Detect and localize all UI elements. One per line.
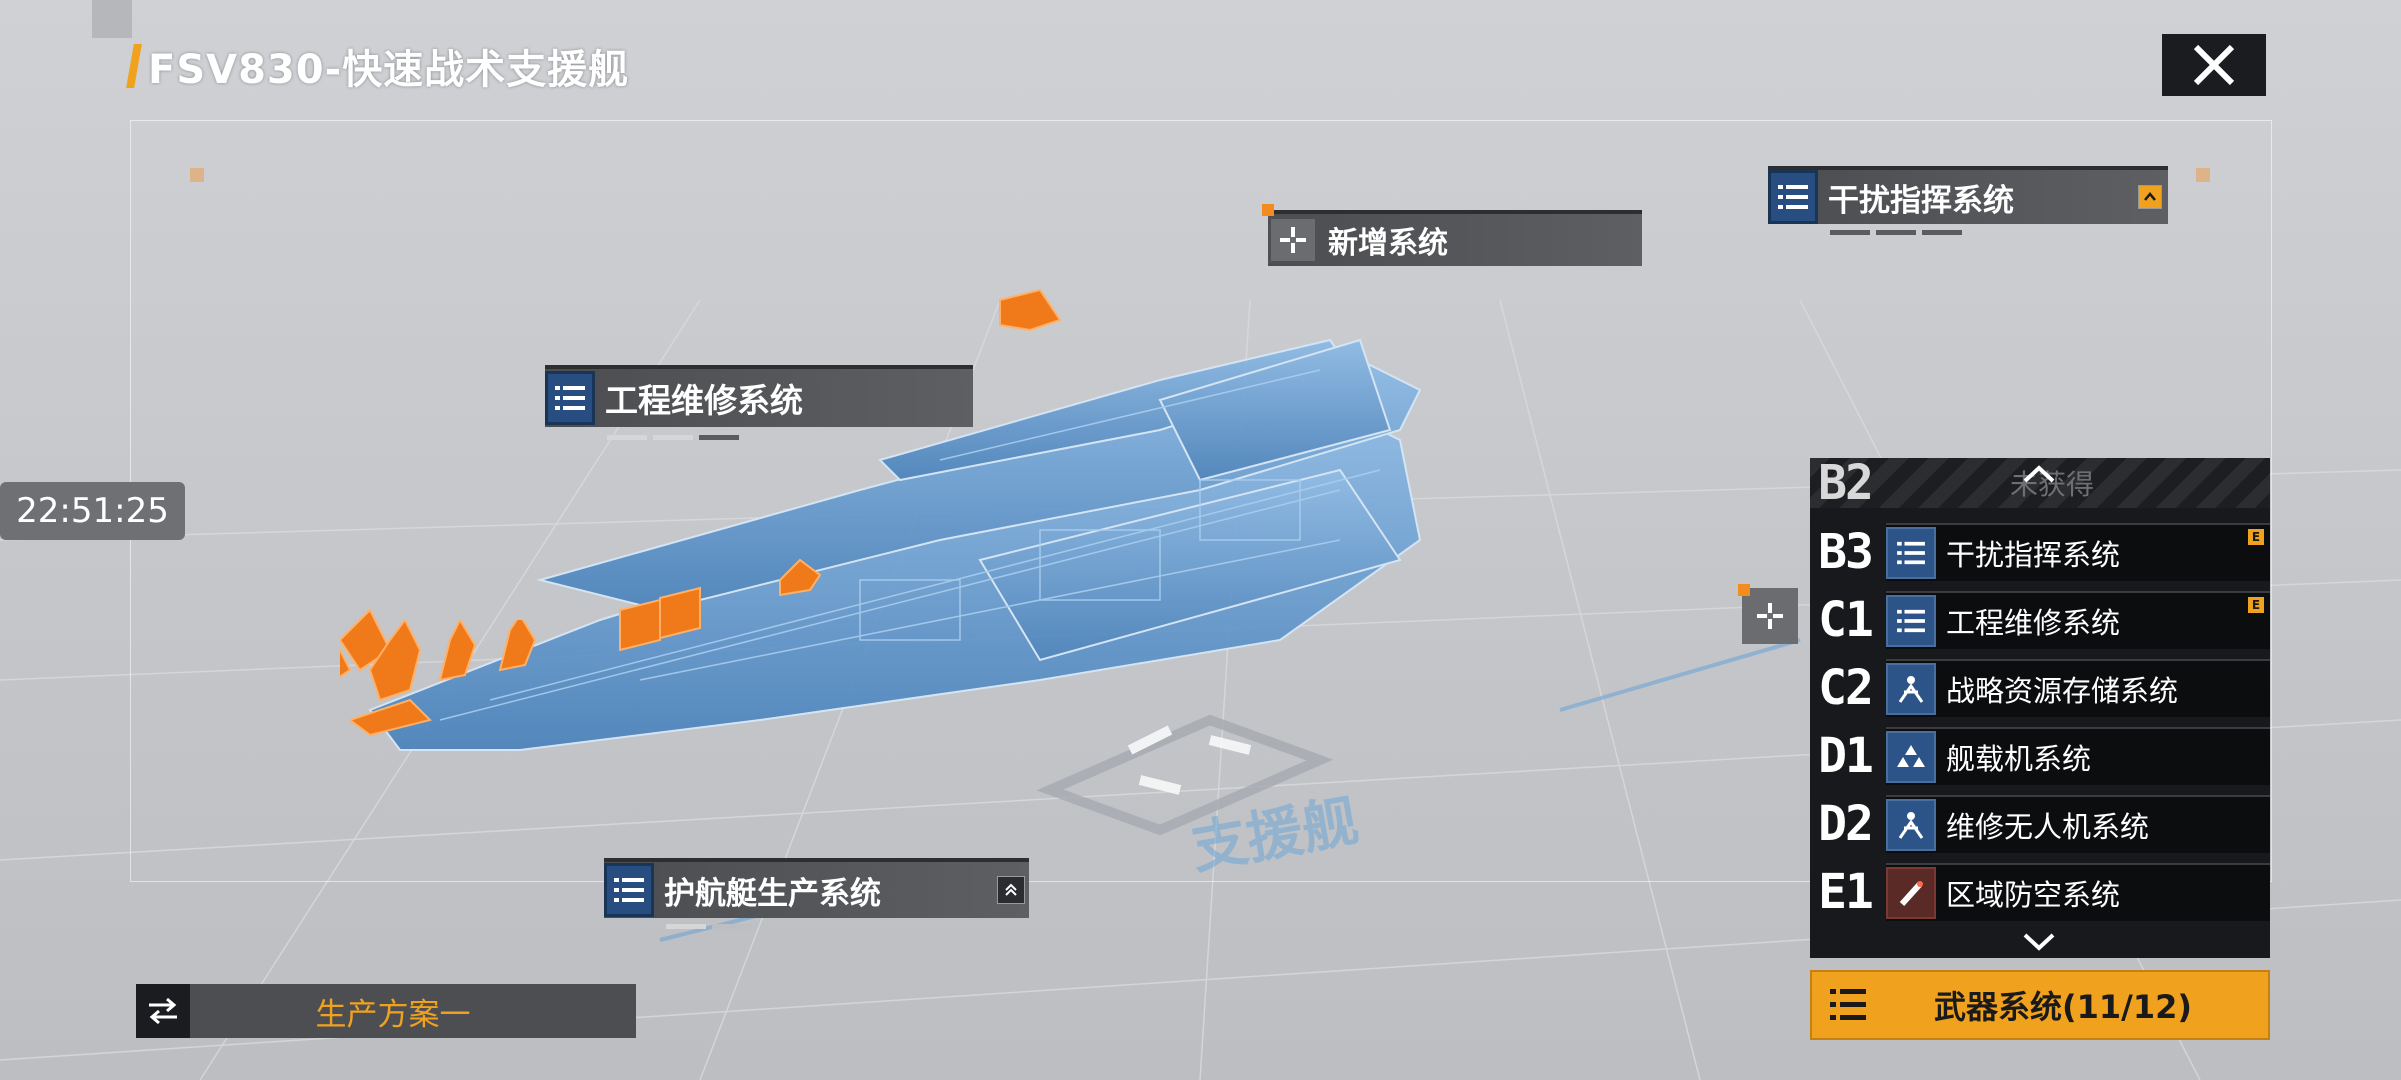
slot-id: D2 xyxy=(1818,796,1874,852)
system-tag-new[interactable]: 新增系统 xyxy=(1262,204,1642,266)
slot-system[interactable]: 工程维修系统 E xyxy=(1886,591,2270,649)
plus-icon xyxy=(1268,216,1318,264)
slot-id: C2 xyxy=(1818,660,1874,716)
slot-id: C1 xyxy=(1818,592,1874,648)
weapon-system-button[interactable]: 武器系统(11/12) xyxy=(1810,970,2270,1040)
slot-system-name: 舰载机系统 xyxy=(1946,742,2092,776)
page-title: FSV830-快速战术支援舰 xyxy=(126,38,630,94)
system-tag-jamming[interactable]: 干扰指挥系统 xyxy=(1768,166,2168,235)
close-icon xyxy=(2193,44,2235,86)
slot-id: E1 xyxy=(1818,864,1874,920)
slot-row[interactable]: B3 干扰指挥系统 E xyxy=(1810,518,2270,586)
close-button[interactable] xyxy=(2162,34,2266,96)
grade-badge: E xyxy=(2248,597,2264,613)
locked-status: 未获得 xyxy=(2010,468,2095,501)
alert-dot xyxy=(1262,204,1274,216)
level-pips xyxy=(666,924,1029,929)
slot-system[interactable]: 维修无人机系统 xyxy=(1886,795,2270,853)
chevron-up-icon[interactable] xyxy=(2022,464,2056,484)
slot-system-name: 维修无人机系统 xyxy=(1946,810,2150,844)
clock: 22:51:25 xyxy=(0,482,185,540)
system-tag-label: 干扰指挥系统 xyxy=(1828,182,2014,219)
slot-id: B3 xyxy=(1818,524,1874,580)
slot-row-locked[interactable]: B2 未获得 xyxy=(1810,458,2270,511)
plus-icon xyxy=(1742,588,1798,644)
system-tag-label: 护航艇生产系统 xyxy=(664,875,881,912)
alert-dot xyxy=(1738,584,1750,596)
slot-system-name: 工程维修系统 xyxy=(1946,606,2121,640)
level-pips xyxy=(607,435,973,440)
slot-system[interactable]: 战略资源存储系统 xyxy=(1886,659,2270,717)
ship-model[interactable] xyxy=(340,280,1720,760)
orange-modules xyxy=(340,288,1062,678)
triangle-cluster-icon xyxy=(1886,731,1936,783)
slot-system-name: 干扰指挥系统 xyxy=(1946,538,2121,572)
system-tag-label: 新增系统 xyxy=(1328,226,1448,261)
slot-system[interactable]: 区域防空系统 xyxy=(1886,863,2270,921)
ship-name: FSV830-快速战术支援舰 xyxy=(148,47,630,93)
slot-row[interactable]: D1 舰载机系统 xyxy=(1810,722,2270,790)
menu-icon xyxy=(1830,989,1866,1020)
slot-row[interactable]: E1 区域防空系统 xyxy=(1810,858,2270,926)
slot-row[interactable]: C2 战略资源存储系统 xyxy=(1810,654,2270,722)
production-plan-label: 生产方案一 xyxy=(315,996,471,1033)
slot-id: B2 xyxy=(1818,458,1874,511)
frame-marker-right xyxy=(2196,168,2210,182)
list-icon xyxy=(1886,527,1936,579)
system-tag-label: 工程维修系统 xyxy=(605,381,803,420)
weapon-system-label: 武器系统(11/12) xyxy=(1934,988,2193,1026)
slot-system[interactable]: 干扰指挥系统 E xyxy=(1886,523,2270,581)
ship-bow-modules xyxy=(350,620,537,737)
missile-icon xyxy=(1886,867,1936,919)
level-pips xyxy=(1830,230,2168,235)
list-icon xyxy=(545,371,595,425)
slot-row[interactable]: C1 工程维修系统 E xyxy=(1810,586,2270,654)
corner-tab xyxy=(92,0,132,38)
list-icon xyxy=(1768,170,1818,224)
system-tag-escort[interactable]: 护航艇生产系统 xyxy=(604,858,1029,929)
swap-icon xyxy=(136,984,190,1038)
grade-badge: E xyxy=(2248,529,2264,545)
list-icon xyxy=(604,863,654,917)
person-icon xyxy=(1886,663,1936,715)
list-icon xyxy=(1886,595,1936,647)
system-slot-panel[interactable]: B2 未获得 B3 干扰指挥系统 E C1 工程维修系统 E C2 战略资源存储… xyxy=(1810,458,2270,958)
system-tag-engineering[interactable]: 工程维修系统 xyxy=(545,365,973,440)
double-chevron-up-icon xyxy=(997,876,1025,904)
person-icon xyxy=(1886,799,1936,851)
slot-row[interactable]: D2 维修无人机系统 xyxy=(1810,790,2270,858)
slot-row-next[interactable] xyxy=(1810,926,2270,958)
system-tag-partial[interactable] xyxy=(1738,584,1812,644)
slot-system[interactable]: 舰载机系统 xyxy=(1886,727,2270,785)
chevron-down-icon[interactable] xyxy=(2022,932,2056,952)
slot-id: D1 xyxy=(1818,728,1874,784)
frame-marker-left xyxy=(190,168,204,182)
rank-badge-icon xyxy=(2138,185,2162,209)
production-plan-selector[interactable]: 生产方案一 xyxy=(136,984,636,1038)
slot-system-name: 战略资源存储系统 xyxy=(1946,674,2179,708)
slot-system-name: 区域防空系统 xyxy=(1946,878,2121,912)
